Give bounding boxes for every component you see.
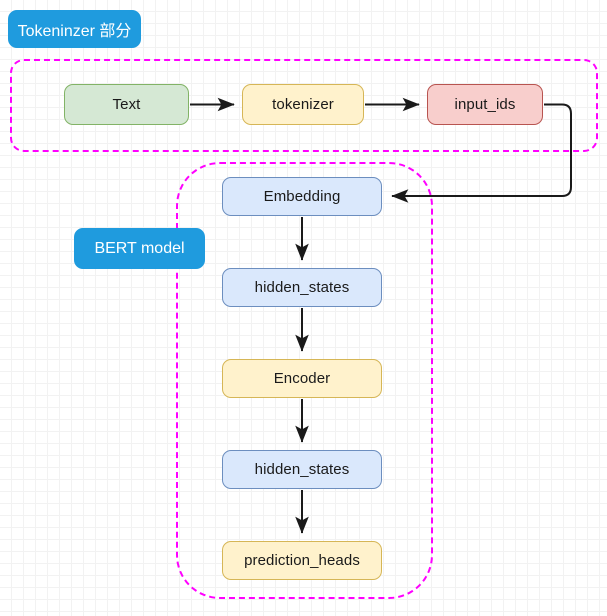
node-hidden-states-1[interactable]: hidden_states [222,268,382,307]
label-bert-model[interactable]: BERT model [74,228,205,269]
node-tokenizer[interactable]: tokenizer [242,84,364,125]
node-encoder[interactable]: Encoder [222,359,382,398]
node-prediction-heads[interactable]: prediction_heads [222,541,382,580]
node-input-ids[interactable]: input_ids [427,84,543,125]
tokenizer-region-boundary [10,59,598,152]
node-text[interactable]: Text [64,84,189,125]
node-hidden-states-2[interactable]: hidden_states [222,450,382,489]
node-embedding[interactable]: Embedding [222,177,382,216]
label-tokenizer-section[interactable]: Tokeninzer 部分 [8,10,141,48]
bert-region-boundary [176,162,433,599]
